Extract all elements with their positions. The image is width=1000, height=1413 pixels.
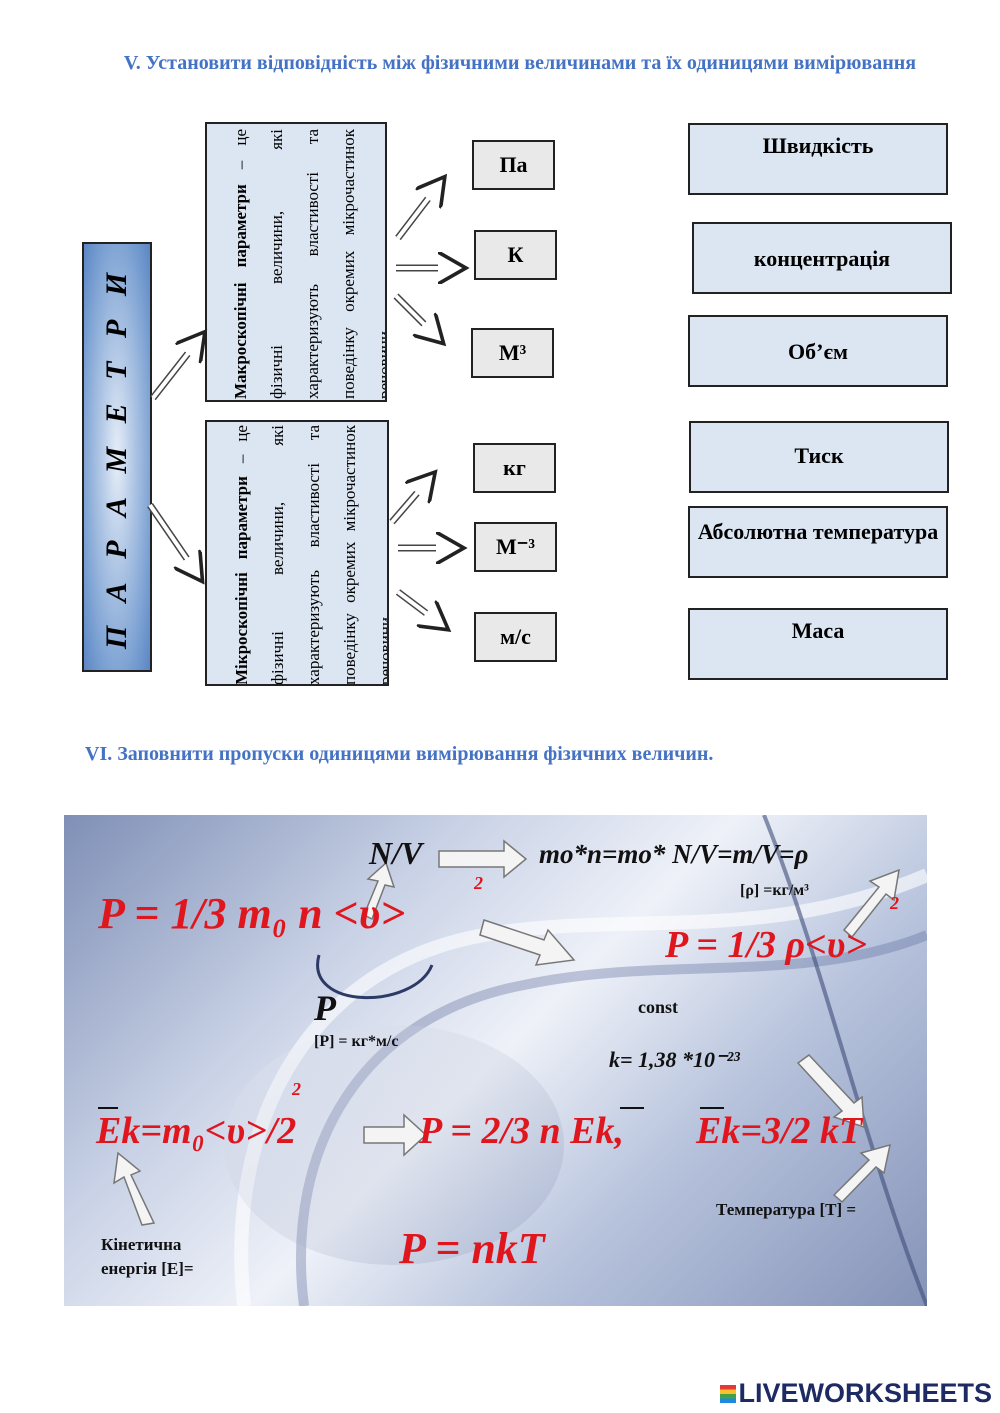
ek-bar-1	[98, 1107, 118, 1109]
arrow-nv-to-chain	[438, 839, 528, 879]
arrow-kinetic-up	[113, 1151, 156, 1226]
parameters-bar	[82, 242, 152, 672]
formula-p-main: P = 1/3 m₀ n <υ>	[98, 889, 406, 938]
arrow-up-rho	[842, 868, 900, 939]
formula-p-ek: P = 2/3 n Ek,	[419, 1110, 624, 1152]
unit-box-m-3[interactable]: М⁻³	[474, 522, 557, 572]
formula-ek-kt: Ek=3/2 kT	[696, 1110, 863, 1152]
quantity-box-concentration[interactable]: концентрація	[692, 222, 952, 294]
liveworksheets-logo: LIVEWORKSHEETS	[720, 1378, 992, 1409]
logo-icon	[720, 1385, 737, 1403]
background-swirl	[113, 815, 927, 1306]
unit-box-ms[interactable]: м/с	[474, 612, 557, 662]
arrow-ek-to-p	[363, 1113, 428, 1157]
formula-nv: N/V	[369, 835, 423, 871]
const-label: const	[638, 997, 678, 1017]
arrow-to-nv	[363, 861, 396, 921]
quantity-box-speed[interactable]: Швидкість	[688, 123, 948, 195]
formula-rho-chain: mo*n=mo* N/V=m/V=ρ	[539, 839, 809, 869]
unit-box-pa[interactable]: Па	[472, 140, 555, 190]
arrow-from-k	[796, 1054, 865, 1129]
formula-p-rho: P = 1/3 ρ<υ>	[665, 924, 868, 966]
kinetic-label-2: енергія [E]=	[101, 1259, 194, 1278]
unit-box-k[interactable]: К	[474, 230, 557, 280]
micro-parameters-box: Мікроскопічні параметри – це фізичні вел…	[205, 420, 389, 686]
k-value: k= 1,38 *10⁻²³	[609, 1047, 740, 1072]
quantity-box-mass[interactable]: Маса	[688, 608, 948, 680]
quantity-box-pressure[interactable]: Тиск	[689, 421, 949, 493]
section-6-title: VI. Заповнити пропуски одиницями вимірюв…	[85, 743, 714, 765]
square-mark-3: 2	[292, 1079, 301, 1099]
unit-box-kg[interactable]: кг	[473, 443, 556, 493]
formula-ek: Ek=m₀<υ>/2	[96, 1110, 297, 1152]
formula-p-letter: P	[314, 988, 336, 1028]
rho-unit: [ρ] =кг/м³	[740, 882, 809, 899]
square-mark-2: 2	[890, 893, 899, 913]
p-unit: [P] = кг*м/с	[314, 1033, 399, 1050]
formula-image: N/V mo*n=mo* N/V=m/V=ρ [ρ] =кг/м³ P = 1/…	[64, 815, 927, 1306]
diagram-arrows	[147, 0, 1000, 720]
logo-text: LIVEWORKSHEETS	[738, 1378, 992, 1408]
section-5-title: V. Установити відповідність між фізичним…	[123, 52, 917, 74]
kinetic-label-1: Кінетична	[101, 1235, 182, 1254]
arrow-down-right	[479, 919, 576, 966]
quantity-box-abs-temperature[interactable]: Абсолютна температура	[688, 506, 948, 578]
ek-bar-3	[700, 1107, 724, 1109]
square-mark-1: 2	[474, 873, 483, 893]
temperature-label: Температура [T] =	[716, 1200, 857, 1219]
macro-parameters-box: Макроскопічні параметри – це фізичні вел…	[205, 122, 387, 402]
ek-bar-2	[620, 1107, 644, 1109]
unit-box-m3[interactable]: М³	[471, 328, 554, 378]
formula-pnkt: P = nkT	[399, 1224, 545, 1273]
arrow-temp-to-kt	[832, 1143, 891, 1204]
quantity-box-volume[interactable]: Об’єм	[688, 315, 948, 387]
curved-arrow	[316, 954, 434, 1000]
